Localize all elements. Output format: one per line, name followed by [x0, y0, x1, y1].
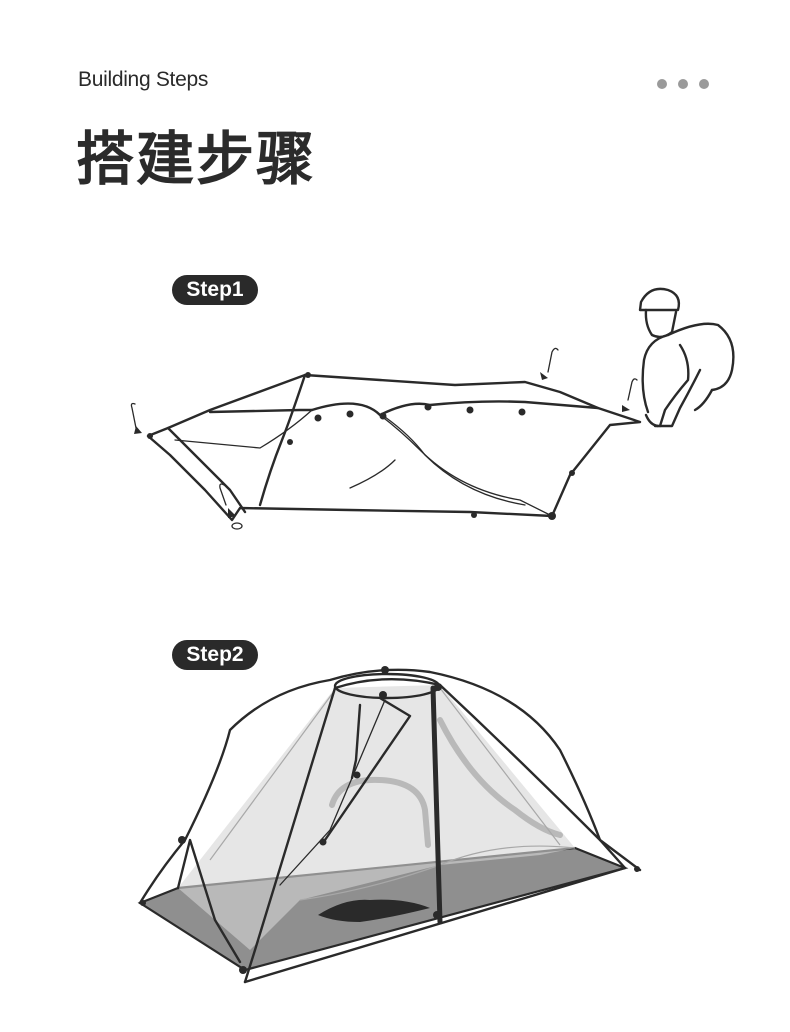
step1-badge: Step1: [172, 275, 258, 305]
step1-illustration: [130, 287, 735, 530]
dot-icon: [678, 79, 688, 89]
header-subtitle: Building Steps: [78, 68, 209, 91]
more-menu-icon[interactable]: [657, 79, 709, 89]
step2-badge: Step2: [172, 640, 258, 670]
dot-icon: [657, 79, 667, 89]
step2-illustration: [137, 666, 642, 984]
page-title: 搭建步骤: [76, 125, 317, 193]
dot-icon: [699, 79, 709, 89]
